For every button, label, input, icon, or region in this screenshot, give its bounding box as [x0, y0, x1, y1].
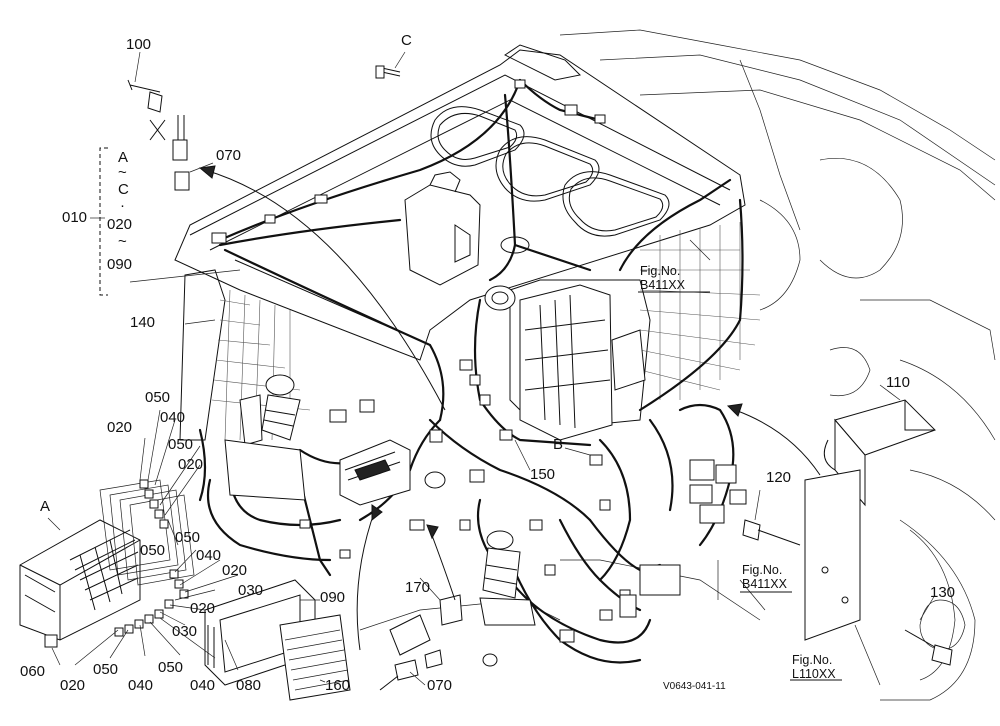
label-080[interactable]: 080 [236, 677, 262, 694]
bolt-130 [904, 629, 953, 666]
label-c-top[interactable]: C [401, 32, 412, 49]
label-060[interactable]: 060 [20, 663, 46, 680]
label-040-c[interactable]: 040 [128, 677, 154, 694]
control-box [519, 284, 646, 441]
label-110[interactable]: 110 [886, 374, 910, 391]
label-030-a[interactable]: 030 [238, 582, 264, 599]
fig-ref-number: B411XX [742, 577, 787, 591]
joystick-left [224, 374, 306, 501]
drawing-code: V0643-041-11 [663, 681, 726, 692]
relay-070 [172, 115, 190, 191]
label-090-b[interactable]: 090 [320, 589, 346, 606]
fig-ref-b411xx-mid[interactable]: Fig.No. B411XX [742, 563, 787, 591]
label-050-a[interactable]: 050 [145, 389, 171, 406]
label-group-tilde-1: ~ [118, 164, 127, 181]
label-170[interactable]: 170 [405, 579, 431, 596]
label-020-f[interactable]: 020 [60, 677, 86, 694]
label-050-d[interactable]: 050 [140, 542, 166, 559]
label-150[interactable]: 150 [530, 466, 556, 483]
label-group-020[interactable]: 020 [107, 216, 133, 233]
fig-ref-b411xx-top[interactable]: Fig.No. B411XX [640, 264, 685, 292]
fig-ref-number: L110XX [792, 667, 836, 681]
fuse-pieces [44, 479, 189, 648]
label-group-dot: · [120, 197, 125, 214]
label-140[interactable]: 140 [130, 314, 156, 331]
label-020-b[interactable]: 020 [107, 419, 133, 436]
fig-ref-label: Fig.No. [640, 264, 681, 278]
connectors [211, 79, 631, 667]
label-group-090[interactable]: 090 [107, 256, 133, 273]
label-040-d[interactable]: 040 [190, 677, 216, 694]
bolt-120 [742, 519, 801, 546]
fuse-box-a [19, 519, 141, 641]
label-120[interactable]: 120 [766, 469, 792, 486]
fig-ref-l110xx[interactable]: Fig.No. L110XX [792, 653, 836, 681]
label-group-a[interactable]: A [118, 149, 129, 166]
label-100[interactable]: 100 [126, 36, 152, 53]
joystick-right [479, 530, 536, 626]
leader-lines [47, 51, 936, 686]
label-130[interactable]: 130 [930, 584, 956, 601]
plate-160 [279, 614, 351, 701]
label-040-b[interactable]: 040 [196, 547, 222, 564]
relay-block [619, 459, 747, 618]
bolt-100 [127, 79, 166, 141]
label-040-a[interactable]: 040 [160, 409, 186, 426]
label-030-b[interactable]: 030 [172, 623, 198, 640]
label-020-c[interactable]: 020 [178, 456, 204, 473]
plate-fig-l110 [804, 469, 861, 641]
label-group-tilde-2: ~ [118, 233, 127, 250]
fig-ref-label: Fig.No. [742, 563, 783, 577]
label-010[interactable]: 010 [62, 209, 88, 226]
fig-ref-label: Fig.No. [792, 653, 833, 667]
label-a-fusebox[interactable]: A [40, 498, 51, 515]
label-050-b[interactable]: 050 [168, 436, 194, 453]
label-160[interactable]: 160 [325, 677, 351, 694]
group-bracket-010 [99, 147, 108, 296]
connector-170 [379, 594, 463, 691]
label-b[interactable]: B [553, 436, 564, 453]
label-050-e[interactable]: 050 [93, 661, 119, 678]
label-050-f[interactable]: 050 [158, 659, 184, 676]
label-020-e[interactable]: 020 [190, 600, 216, 617]
control-unit-090 [339, 439, 411, 506]
fig-ref-frames [638, 291, 842, 681]
fig-ref-number: B411XX [640, 278, 685, 292]
label-070-b[interactable]: 070 [427, 677, 453, 694]
label-group-c[interactable]: C [118, 181, 129, 198]
label-020-d[interactable]: 020 [222, 562, 248, 579]
rear-screen [179, 222, 761, 441]
washer-tank [404, 171, 530, 311]
callout-arrows [198, 165, 821, 651]
label-070-top[interactable]: 070 [216, 147, 242, 164]
label-050-c[interactable]: 050 [175, 529, 201, 546]
cable-c [375, 65, 401, 79]
